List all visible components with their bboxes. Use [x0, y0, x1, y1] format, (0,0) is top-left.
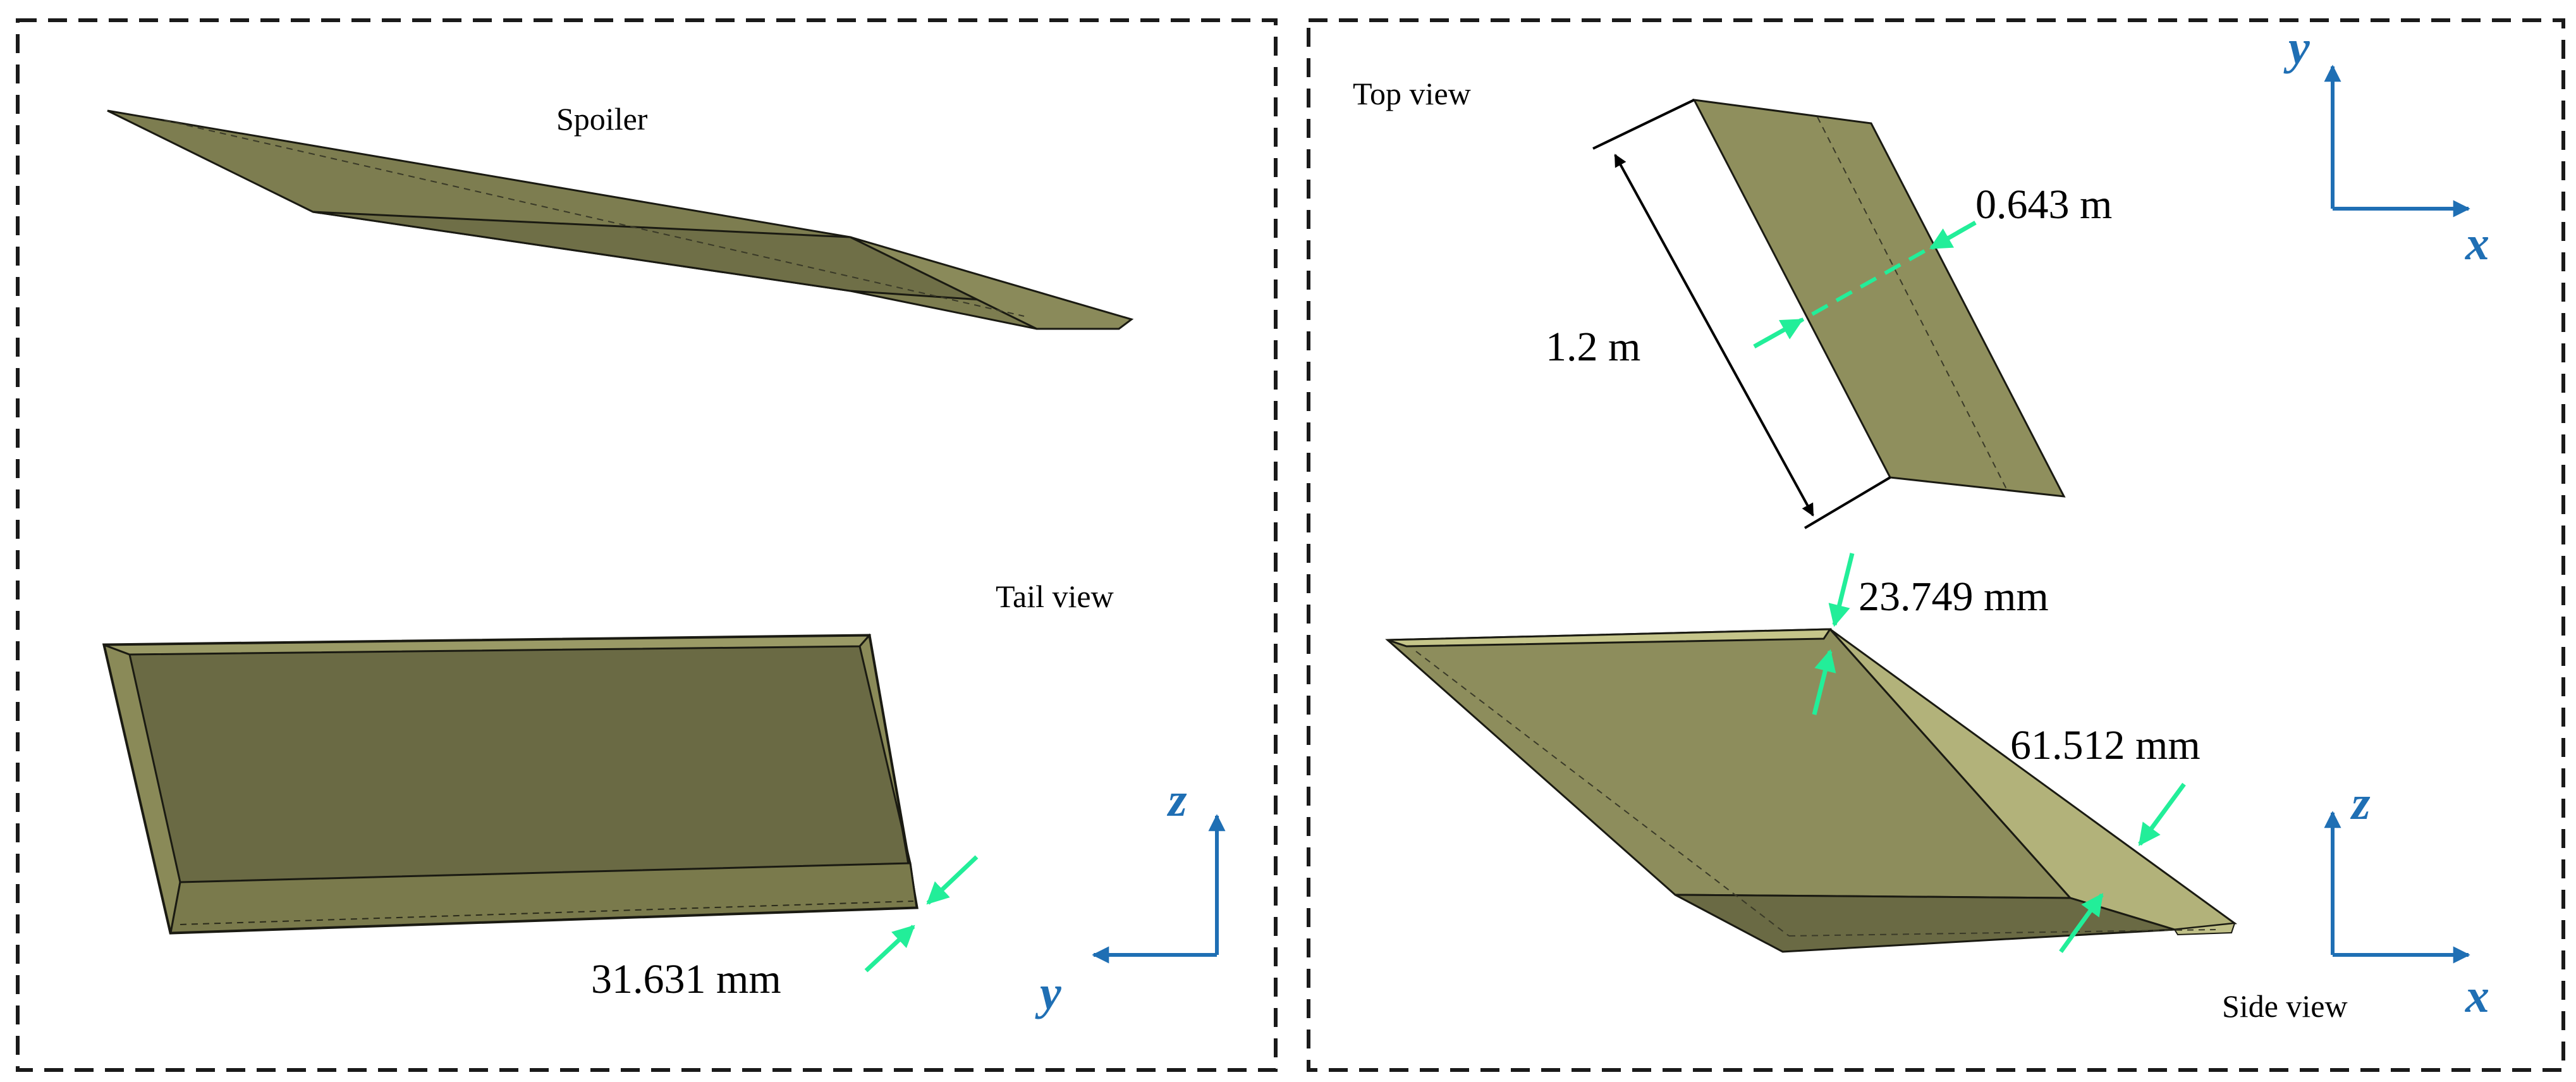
width-arrow-left	[1753, 317, 1804, 349]
top-view-hidden-edge	[1817, 116, 2008, 491]
dimension-arrow-upper	[926, 855, 979, 905]
y-axis-label: y	[1035, 966, 1061, 1019]
tail-thickness-dimension	[864, 855, 979, 973]
width-dimension	[1753, 220, 1977, 349]
front-thickness-arrow-top	[1828, 553, 1855, 627]
side-view-hidden-edge-1	[1415, 651, 1790, 937]
x-axis-label-side: x	[2465, 969, 2489, 1023]
tail-view-hidden-edge	[180, 901, 914, 925]
tail-view-label: Tail view	[996, 579, 1114, 614]
front-thickness-label: 23.749 mm	[1859, 574, 2049, 620]
width-label: 0.643 m	[1975, 181, 2112, 228]
side-thickness-dimension	[2059, 782, 2186, 954]
z-axis-label-side: z	[2350, 777, 2371, 830]
front-thickness-dimension	[1812, 553, 1855, 715]
spoiler-label: Spoiler	[556, 101, 648, 137]
length-extension-bottom	[1804, 476, 1891, 529]
x-axis-label-top: x	[2465, 217, 2489, 270]
length-extension-top	[1592, 99, 1695, 150]
side-view-axes: z x	[2324, 777, 2489, 1023]
side-view-shape	[1385, 628, 2238, 953]
side-thickness-label: 61.512 mm	[2010, 722, 2201, 768]
tail-thickness-label: 31.631 mm	[591, 956, 781, 1002]
spoiler-isometric-view	[107, 109, 1134, 330]
z-axis-label: z	[1166, 773, 1187, 827]
dimension-arrow-lower	[864, 925, 915, 973]
side-view-label: Side view	[2222, 988, 2348, 1024]
width-arrow-right	[1929, 220, 1977, 250]
length-dimension-line	[1614, 154, 1814, 517]
length-label: 1.2 m	[1546, 324, 1640, 370]
y-axis-label-top: y	[2283, 21, 2310, 74]
side-thickness-arrow-bottom	[2059, 893, 2104, 954]
top-view-axes: y x	[2283, 21, 2489, 270]
tail-view-bottom-band	[169, 862, 918, 934]
top-view-label: Top view	[1353, 76, 1471, 111]
right-panel: Top view 1.2 m 0.643 m y x	[1307, 18, 2565, 1072]
left-panel: Spoiler Tail view 31.631 mm z y	[16, 18, 1278, 1072]
side-view-hidden-edge-2	[1788, 929, 2216, 937]
spoiler-right-face	[850, 236, 1134, 330]
right-panel-frame	[1307, 18, 2565, 1072]
side-view-bottom-edge	[2173, 922, 2236, 936]
top-view-plate	[1692, 99, 2066, 498]
tail-view-shape	[102, 633, 919, 935]
left-axes: z y	[1035, 773, 1226, 1019]
top-view-shape	[1692, 99, 2066, 498]
side-thickness-arrow-top	[2138, 782, 2186, 846]
side-view-back-rim	[1387, 628, 1832, 648]
front-thickness-arrow-bottom	[1812, 649, 1836, 715]
length-dimension	[1592, 99, 1891, 529]
